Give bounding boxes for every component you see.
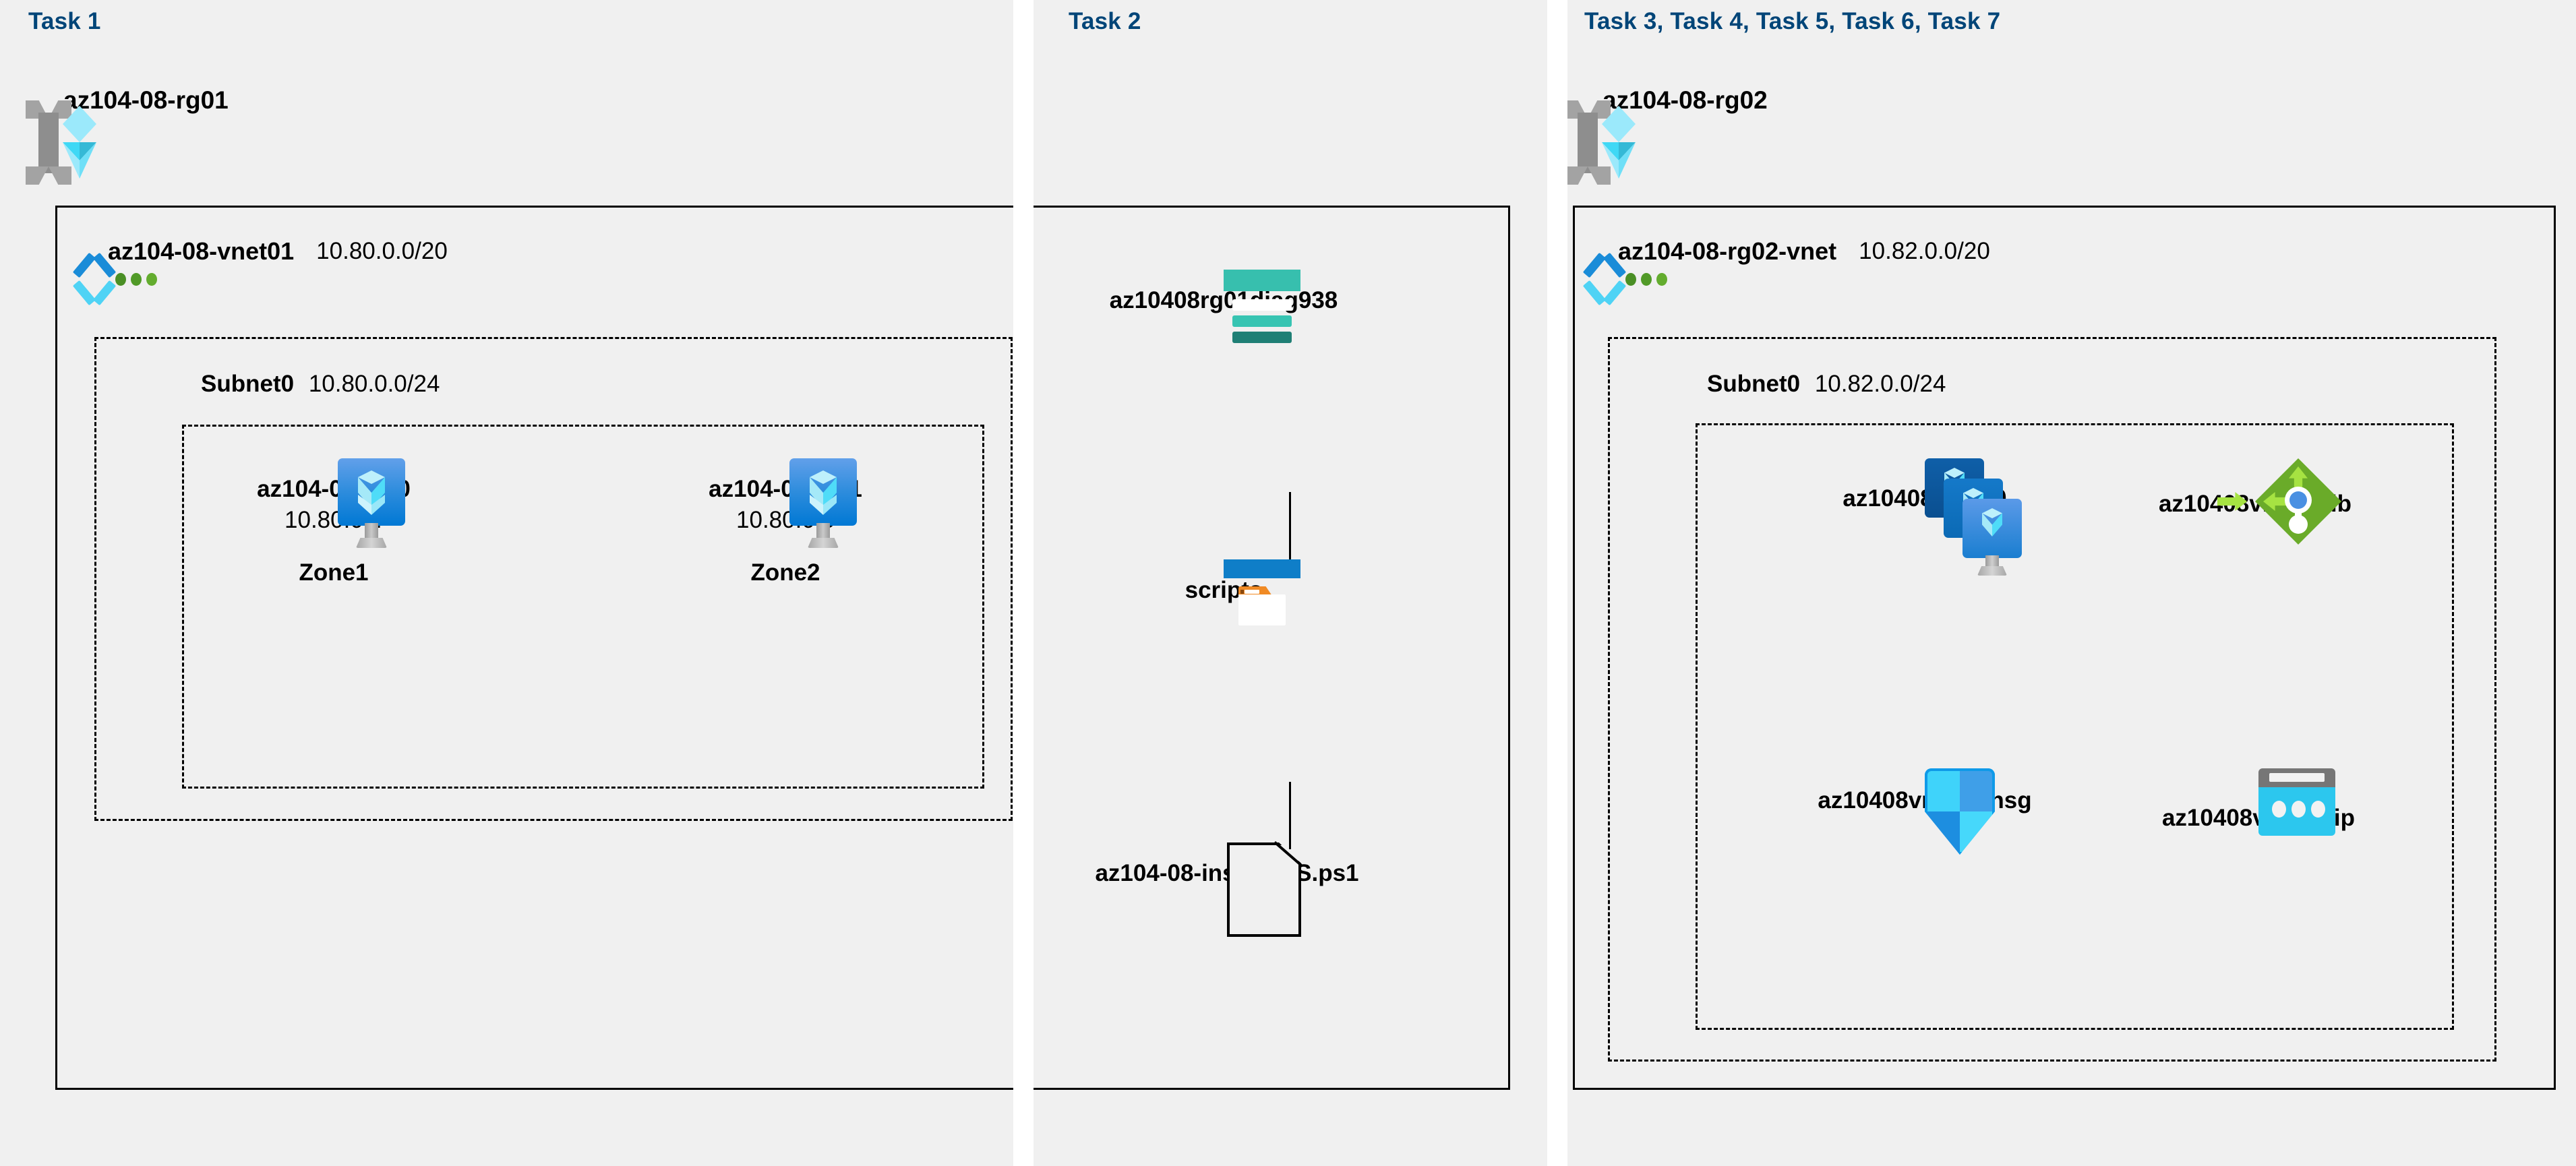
subnet-label-1: Subnet0 10.80.0.0/24: [201, 371, 440, 398]
resource-group-header-rg02: az104-08-rg02: [1578, 86, 1768, 179]
vnet-cidr: 10.82.0.0/20: [1859, 238, 1990, 264]
task-label-3: Task 3, Task 4, Task 5, Task 6, Task 7: [1584, 8, 2001, 34]
availability-zone-boundary: [182, 425, 984, 789]
resource-group-header-rg01: az104-08-rg01: [38, 86, 229, 179]
node-script-file[interactable]: az104-08-install_IIS.ps1: [1058, 842, 1396, 937]
connector-container-to-file: [1289, 782, 1291, 849]
storage-account-name: az10408rg01diag938: [1109, 287, 1338, 313]
node-load-balancer[interactable]: az10408vmss0-lb: [2110, 458, 2400, 545]
node-vm1[interactable]: az104-08-vm1 10.80.0.5 Zone2: [674, 458, 897, 586]
subnet-name: Subnet0: [201, 371, 295, 397]
vnet-name: az104-08-vnet01: [108, 237, 295, 265]
node-storage-account[interactable]: az10408rg01diag938: [1079, 270, 1369, 343]
vnet-name: az104-08-rg02-vnet: [1618, 237, 1837, 265]
task-label-1: Task 1: [28, 8, 101, 34]
vnet-header-rg02-vnet: az104-08-rg02-vnet 10.82.0.0/20: [1582, 237, 1990, 306]
node-vm0[interactable]: az104-08-vm0 10.80.0.4 Zone1: [222, 458, 445, 586]
subnet-boundary-2: [1608, 337, 2496, 1062]
vnet-cidr: 10.80.0.0/20: [316, 238, 448, 264]
node-network-security-group[interactable]: az10408vmss0-nsg: [1746, 768, 2103, 855]
vm1-zone: Zone2: [750, 559, 820, 586]
node-blob-container[interactable]: scripts: [1092, 559, 1355, 625]
connector-storage-to-container: [1289, 492, 1291, 559]
resource-group-inner-boundary: [1696, 423, 2454, 1030]
subnet-label-2: Subnet0 10.82.0.0/24: [1707, 371, 1946, 398]
subnet-name: Subnet0: [1707, 371, 1801, 397]
vnet-boundary-rg02-vnet: [1573, 206, 2556, 1090]
file-name: az104-08-install_IIS.ps1: [1095, 860, 1359, 886]
node-vmss[interactable]: az10408vmss0: [1780, 458, 2070, 576]
resource-group-name: az104-08-rg02: [1602, 86, 1768, 114]
vnet-boundary-vnet01: [55, 206, 1510, 1090]
node-public-ip-address[interactable]: az10408vmss0-ip: [2110, 768, 2407, 836]
task2-panel: [1034, 0, 1547, 1166]
subnet-cidr: 10.82.0.0/24: [1814, 371, 1946, 397]
vnet-header-vnet01: az104-08-vnet01 10.80.0.0/20: [72, 237, 448, 306]
resource-group-name: az104-08-rg01: [63, 86, 229, 114]
panel-gutter-right: [1547, 0, 1567, 1166]
task-label-2: Task 2: [1069, 8, 1141, 34]
subnet-boundary-1: [94, 337, 1013, 821]
vm0-zone: Zone1: [299, 559, 369, 586]
task1-panel: [0, 0, 1013, 1166]
subnet-cidr: 10.80.0.0/24: [308, 371, 440, 397]
task3-7-panel: [1567, 0, 2576, 1166]
panel-gutter-left: [1013, 0, 1034, 1166]
